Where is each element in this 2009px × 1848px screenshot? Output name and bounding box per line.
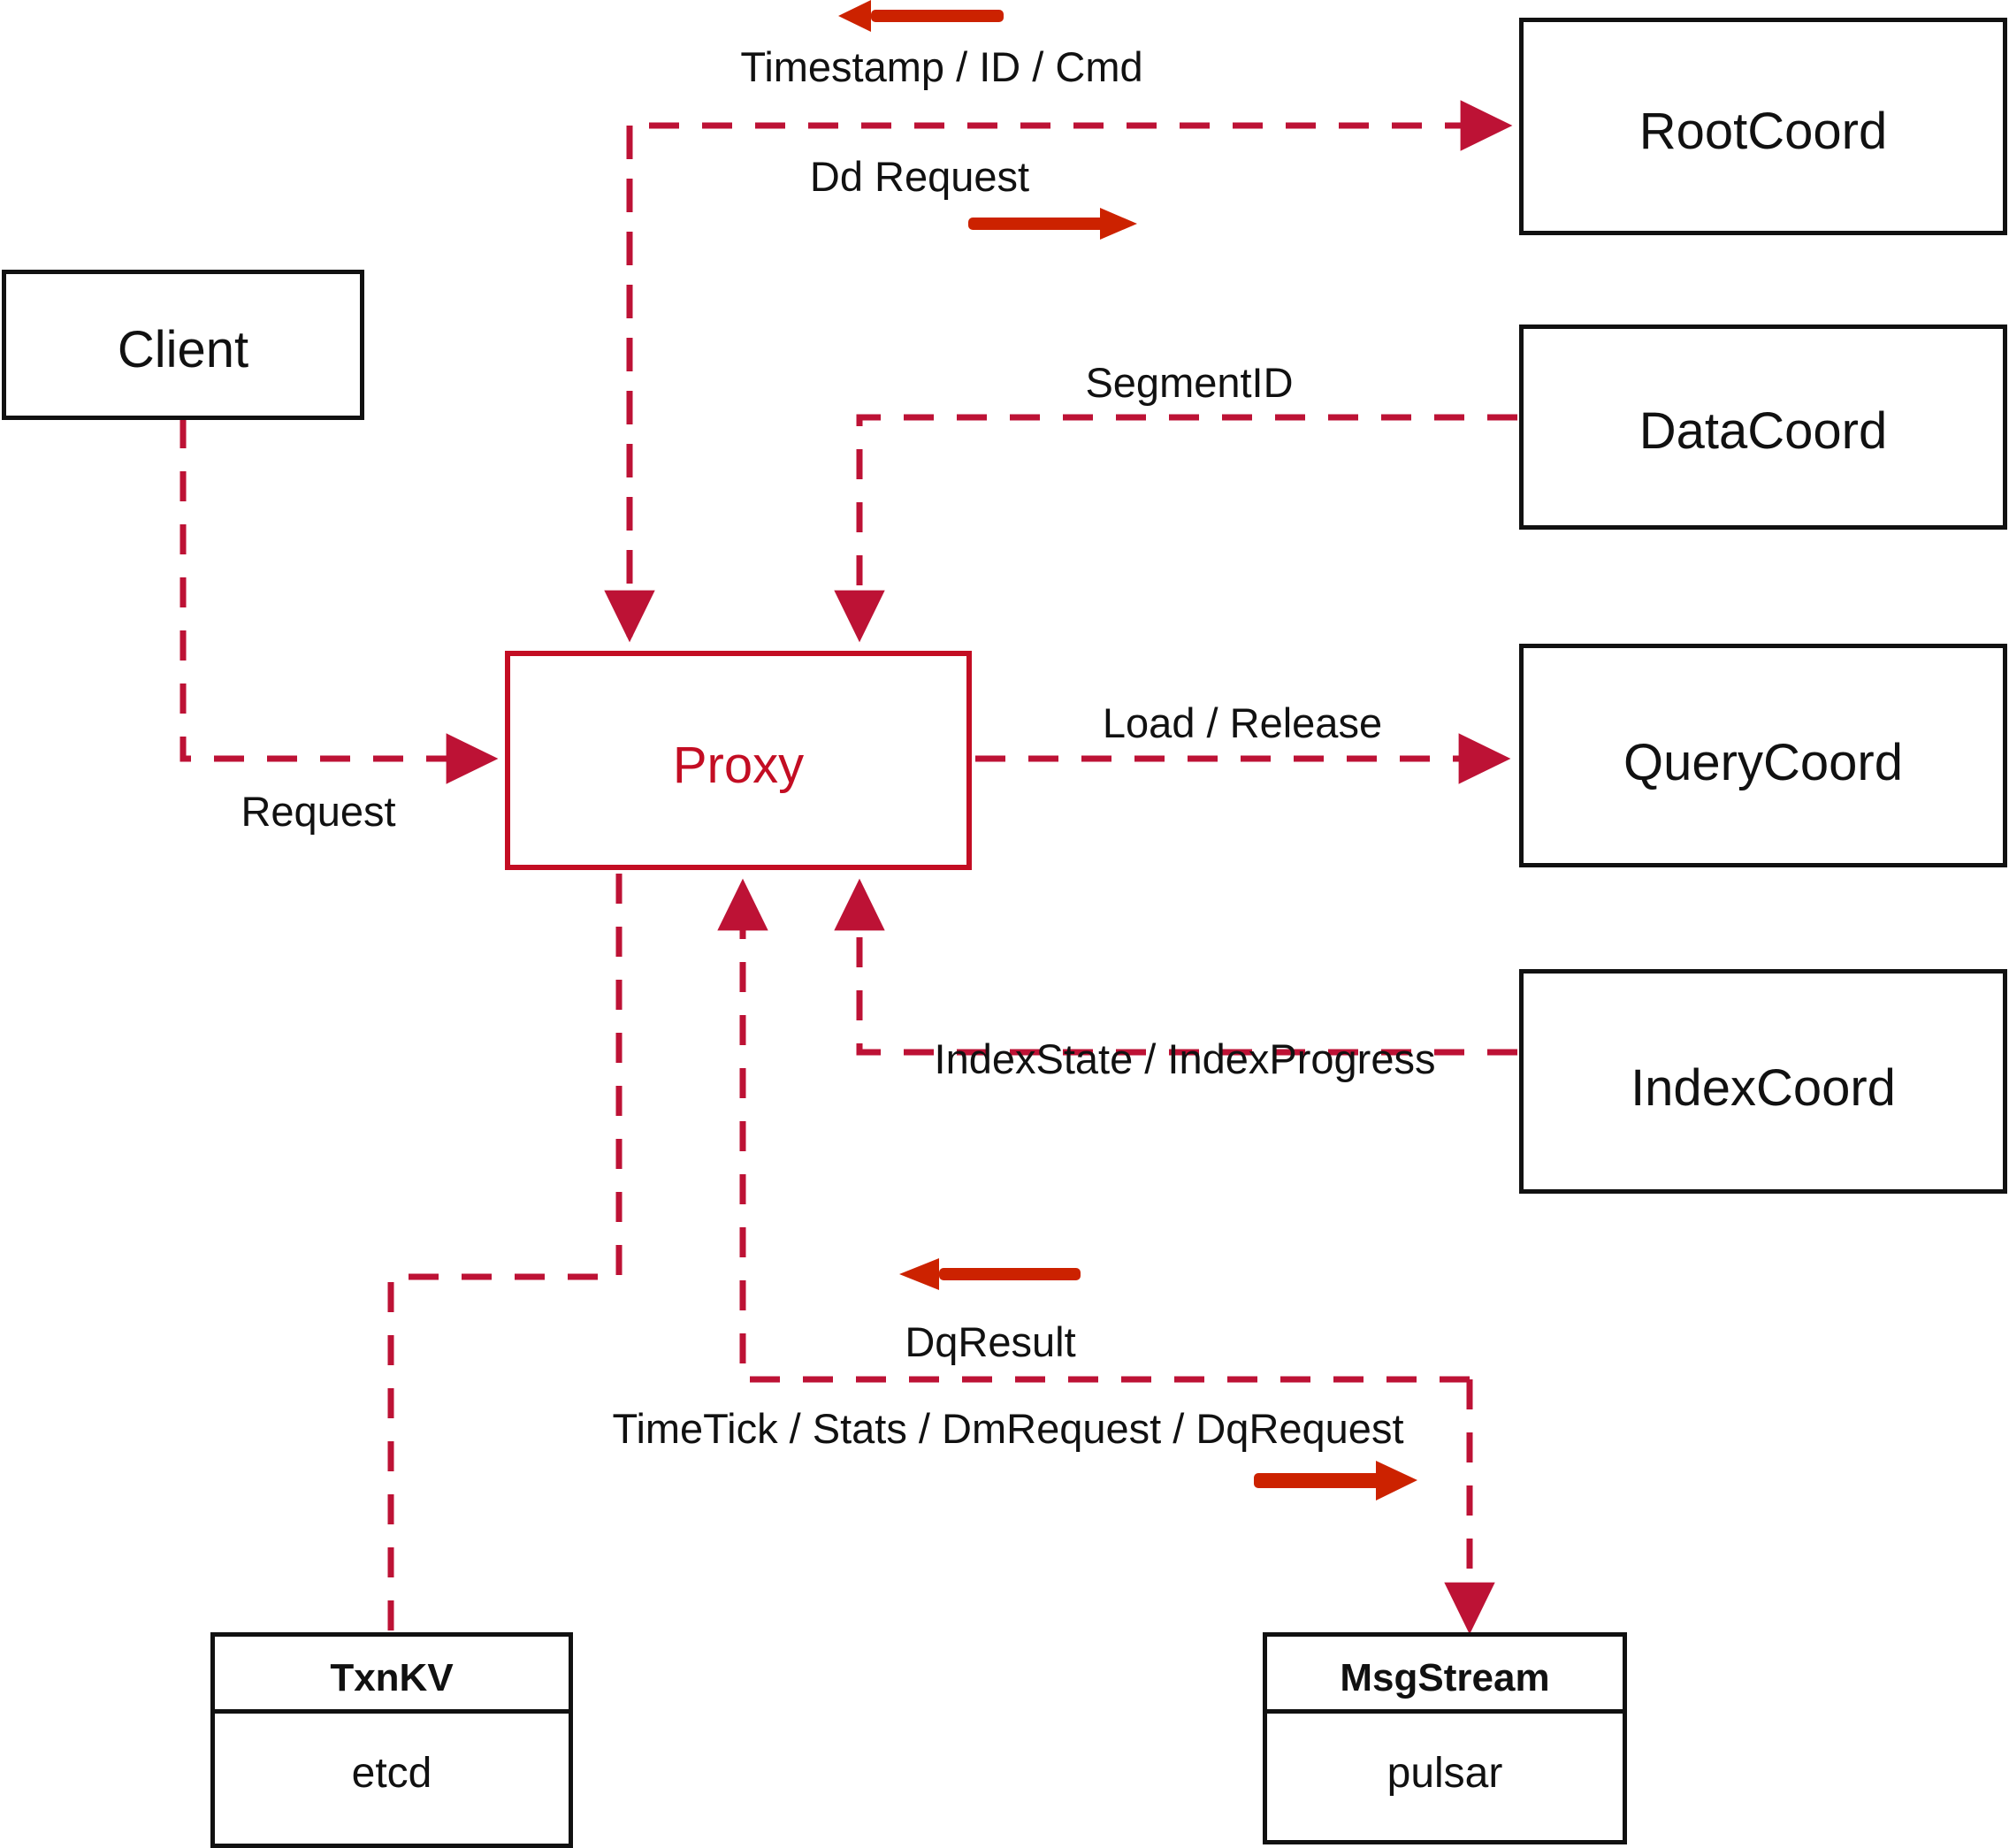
dd-request-direction-arrow (968, 208, 1137, 240)
node-rootcoord[interactable]: RootCoord (1519, 18, 2007, 235)
node-querycoord-label: QueryCoord (1623, 734, 1903, 791)
node-txnkv-divider (215, 1709, 569, 1714)
edge-label-load-release: Load / Release (1102, 699, 1383, 746)
node-client[interactable]: Client (2, 270, 364, 420)
timestamp-direction-arrow (838, 0, 1004, 32)
msgstream-direction-arrow (1254, 1461, 1417, 1501)
edge-indexcoord-to-proxy (834, 878, 1517, 1056)
node-datacoord-label: DataCoord (1639, 402, 1888, 460)
edge-msgstream-to-proxy (717, 878, 1470, 1383)
node-msgstream-body: pulsar (1386, 1750, 1503, 1797)
node-querycoord[interactable]: QueryCoord (1519, 644, 2007, 867)
node-msgstream-header: MsgStream (1340, 1656, 1550, 1699)
node-txnkv[interactable]: TxnKV etcd (210, 1632, 573, 1848)
edge-label-request: Request (241, 788, 396, 835)
edge-label-segment-id: SegmentID (1085, 359, 1294, 406)
node-proxy-label: Proxy (672, 737, 805, 794)
edge-label-dq-result: DqResult (905, 1318, 1076, 1365)
node-txnkv-header: TxnKV (330, 1656, 454, 1699)
edge-client-to-proxy (180, 418, 499, 784)
node-indexcoord[interactable]: IndexCoord (1519, 969, 2007, 1194)
node-txnkv-body: etcd (351, 1750, 432, 1797)
dq-result-direction-arrow (899, 1258, 1081, 1290)
edge-label-dd-request: Dd Request (809, 153, 1030, 200)
node-msgstream-divider (1267, 1709, 1623, 1714)
node-proxy[interactable]: Proxy (505, 651, 972, 870)
node-indexcoord-label: IndexCoord (1631, 1059, 1896, 1117)
node-msgstream[interactable]: MsgStream pulsar (1263, 1632, 1627, 1844)
edge-datacoord-to-proxy (834, 414, 1517, 643)
node-rootcoord-label: RootCoord (1639, 103, 1888, 160)
edge-label-timestamp-id-cmd: Timestamp / ID / Cmd (740, 43, 1143, 90)
node-client-label: Client (117, 321, 249, 378)
edge-label-timetick-stats: TimeTick / Stats / DmRequest / DqRequest (612, 1405, 1404, 1452)
node-datacoord[interactable]: DataCoord (1519, 325, 2007, 530)
edge-label-index-state-progress: IndexState / IndexProgress (934, 1035, 1436, 1082)
edge-proxy-to-txnkv (387, 874, 623, 1632)
